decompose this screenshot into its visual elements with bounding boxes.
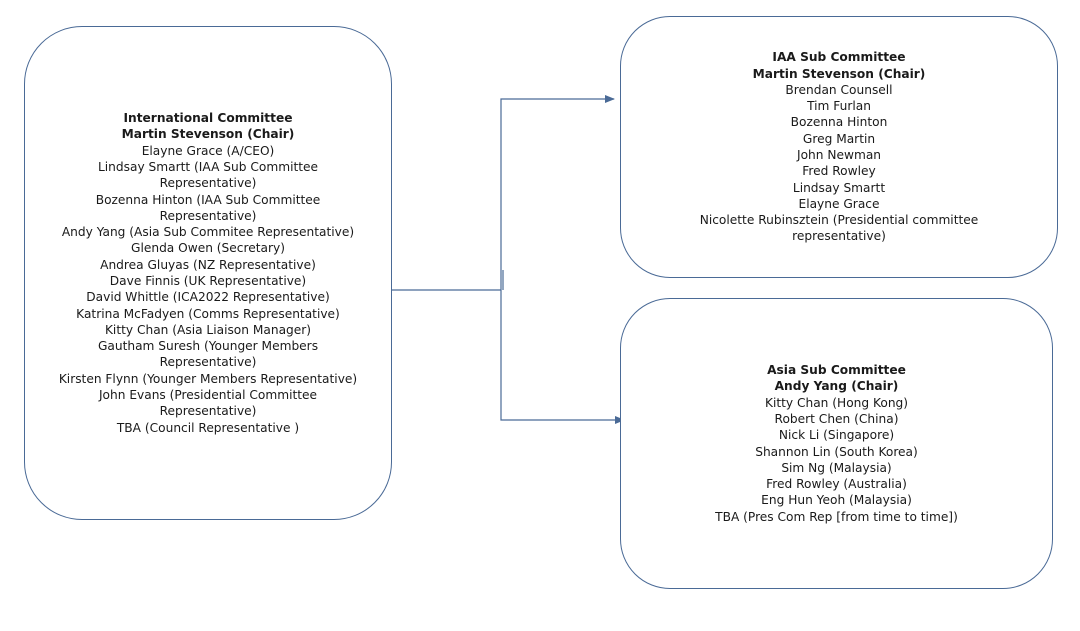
international-member: TBA (Council Representative ) xyxy=(116,420,300,435)
international-committee-content: International Committee Martin Stevenson… xyxy=(58,110,358,436)
international-committee-title: International Committee xyxy=(123,111,293,126)
international-committee-box: International Committee Martin Stevenson… xyxy=(24,26,392,520)
iaa-member: John Newman xyxy=(796,148,882,162)
international-member: John Evans (Presidential Committee Repre… xyxy=(98,388,318,419)
asia-member: Eng Hun Yeoh (Malaysia) xyxy=(761,493,912,508)
international-member: Kitty Chan (Asia Liaison Manager) xyxy=(104,322,312,337)
asia-sub-committee-content: Asia Sub Committee Andy Yang (Chair) Kit… xyxy=(677,362,997,525)
iaa-member: Greg Martin xyxy=(802,131,876,146)
asia-member: TBA (Pres Com Rep [from time to time]) xyxy=(715,509,958,524)
asia-member: Fred Rowley (Australia) xyxy=(766,477,907,492)
asia-member: Kitty Chan (Hong Kong) xyxy=(764,395,909,410)
asia-member: Shannon Lin (South Korea) xyxy=(755,444,918,459)
iaa-member: Brendan Counsell xyxy=(785,82,893,97)
asia-member: Sim Ng (Malaysia) xyxy=(781,460,892,475)
international-member: Andy Yang (Asia Sub Commitee Representat… xyxy=(61,225,355,240)
iaa-member: Bozenna Hinton xyxy=(790,115,888,130)
iaa-sub-committee-box: IAA Sub Committee Martin Stevenson (Chai… xyxy=(620,16,1058,278)
connector-to-iaa xyxy=(500,95,615,290)
international-member: Kirsten Flynn (Younger Members Represent… xyxy=(58,371,358,386)
international-member: Gautham Suresh (Younger Members Represen… xyxy=(97,339,319,370)
iaa-member: Elayne Grace xyxy=(798,196,880,211)
asia-member: Nick Li (Singapore) xyxy=(778,428,895,443)
asia-sub-committee-title: Asia Sub Committee xyxy=(767,363,906,378)
asia-member: Robert Chen (China) xyxy=(774,411,899,426)
international-member: Katrina McFadyen (Comms Representative) xyxy=(76,306,340,321)
international-member: Glenda Owen (Secretary) xyxy=(131,241,285,256)
iaa-member: Fred Rowley xyxy=(802,164,876,179)
iaa-sub-committee-chair: Martin Stevenson (Chair) xyxy=(752,66,926,81)
international-member: Dave Finnis (UK Representative) xyxy=(109,274,307,288)
asia-sub-committee-box: Asia Sub Committee Andy Yang (Chair) Kit… xyxy=(620,298,1053,589)
international-member: Elayne Grace (A/CEO) xyxy=(141,143,275,158)
international-member: Bozenna Hinton (IAA Sub Committee Repres… xyxy=(95,192,321,223)
iaa-sub-committee-content: IAA Sub Committee Martin Stevenson (Chai… xyxy=(674,49,1004,245)
connector-to-asia xyxy=(500,290,625,424)
asia-sub-committee-chair: Andy Yang (Chair) xyxy=(774,379,899,394)
iaa-member: Tim Furlan xyxy=(807,99,871,114)
international-member: David Whittle (ICA2022 Representative) xyxy=(86,290,330,305)
iaa-member: Lindsay Smartt xyxy=(792,180,886,195)
international-member: Andrea Gluyas (NZ Representative) xyxy=(100,257,316,272)
iaa-member: Nicolette Rubinsztein (Presidential comm… xyxy=(699,213,979,244)
international-committee-chair: Martin Stevenson (Chair) xyxy=(121,127,295,142)
asia-sub-committee-members: Kitty Chan (Hong Kong)Robert Chen (China… xyxy=(677,395,997,525)
international-member: Lindsay Smartt (IAA Sub Committee Repres… xyxy=(97,159,319,191)
iaa-sub-committee-title: IAA Sub Committee xyxy=(772,50,906,65)
international-committee-members: Elayne Grace (A/CEO)Lindsay Smartt (IAA … xyxy=(58,143,358,436)
